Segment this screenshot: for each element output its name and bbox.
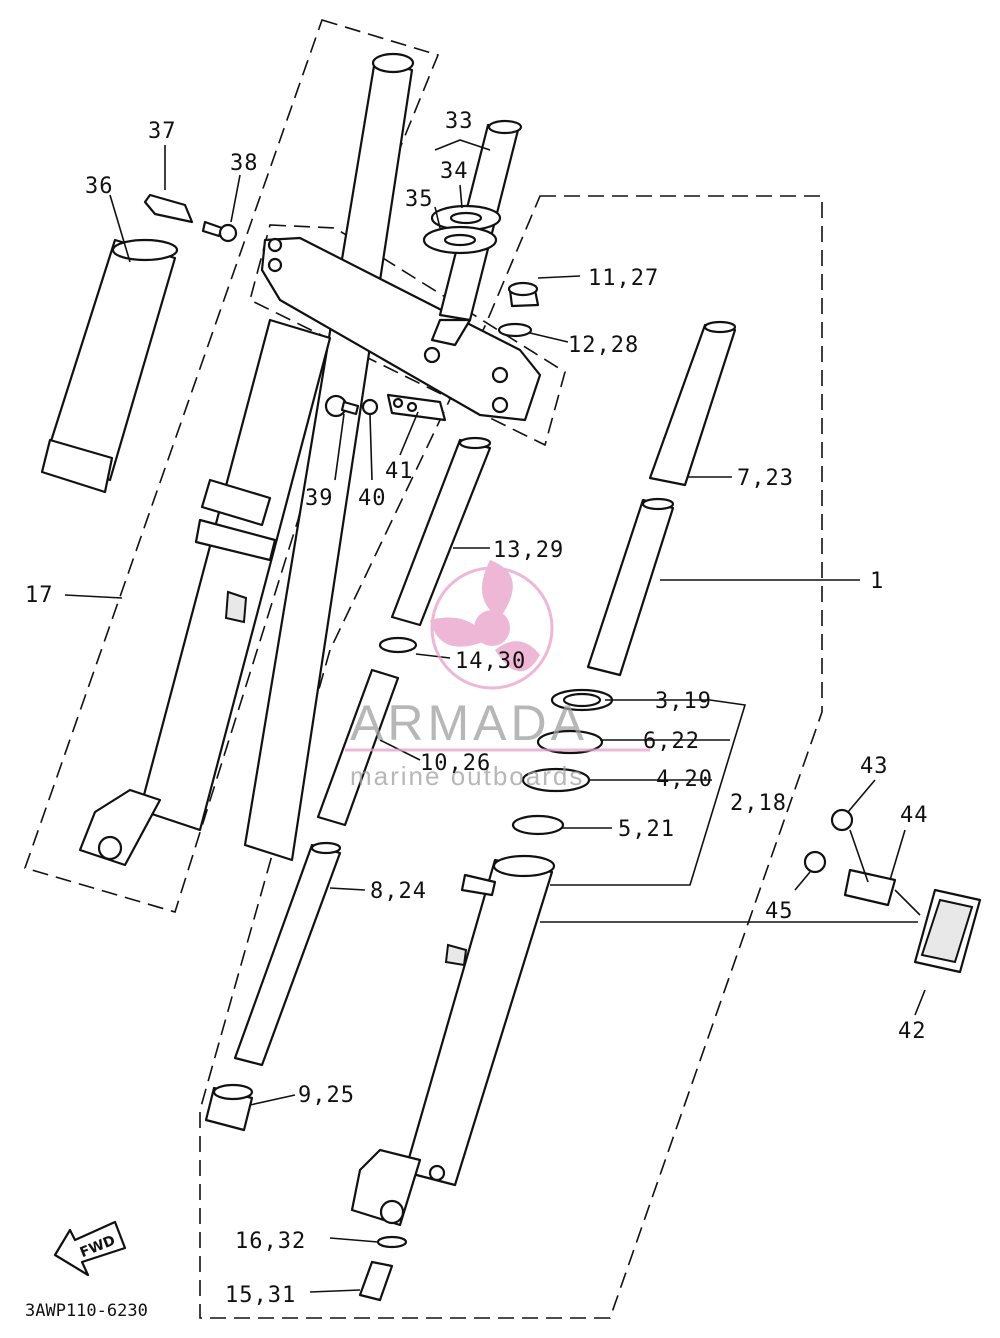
callout-44: 44 — [900, 803, 929, 828]
callout-34: 34 — [440, 159, 469, 184]
callout-9-25: 9,25 — [298, 1083, 355, 1108]
steering-crown-boundary — [249, 224, 566, 447]
callout-43: 43 — [860, 754, 889, 779]
callout-11-27: 11,27 — [588, 266, 659, 291]
callout-labels: 1 2,18 3,19 4,20 5,21 6,22 7,23 8,24 9,2… — [25, 109, 929, 1308]
propeller-logo — [430, 560, 554, 690]
plate-44 — [843, 868, 897, 907]
bolt-15 — [358, 1260, 394, 1302]
right-fork-assembly-boundary — [199, 195, 823, 1319]
callout-33: 33 — [445, 109, 474, 134]
callout-45: 45 — [765, 899, 794, 924]
callout-37: 37 — [148, 119, 177, 144]
callout-17: 17 — [25, 583, 54, 608]
clamp-37 — [143, 193, 194, 224]
callout-38: 38 — [230, 151, 259, 176]
seal-14 — [378, 636, 418, 654]
callout-8-24: 8,24 — [370, 879, 427, 904]
bearing-35 — [422, 225, 498, 255]
spring — [316, 668, 400, 827]
rod-8 — [233, 841, 342, 1067]
watermark-brand: ARMADA — [350, 695, 588, 751]
bolt-45 — [803, 850, 827, 874]
callout-4-20: 4,20 — [656, 767, 713, 792]
ring-5 — [511, 814, 565, 836]
damper-rod — [390, 436, 492, 627]
watermark-tagline: marine outboards — [350, 761, 584, 791]
inner-tube-upper — [648, 320, 737, 487]
bracket-41 — [386, 393, 447, 422]
callout-35: 35 — [405, 187, 434, 212]
o-ring — [497, 322, 533, 338]
callout-6-22: 6,22 — [643, 729, 700, 754]
washer-16 — [376, 1235, 408, 1249]
callout-5-21: 5,21 — [618, 817, 675, 842]
screw-38 — [201, 220, 238, 243]
cap-bolt — [507, 281, 540, 308]
nut-43 — [830, 808, 854, 832]
callout-3-19: 3,19 — [655, 689, 712, 714]
right-outer-tube — [350, 854, 556, 1227]
callout-16-32: 16,32 — [235, 1229, 306, 1254]
callout-15-31: 15,31 — [225, 1283, 296, 1308]
callout-40: 40 — [358, 486, 387, 511]
washer-40 — [361, 398, 379, 416]
callout-7-23: 7,23 — [737, 466, 794, 491]
callout-39: 39 — [305, 486, 334, 511]
ring-6 — [536, 729, 604, 755]
leader-lines — [64, 139, 926, 1293]
callout-41: 41 — [385, 459, 414, 484]
bearing-34 — [430, 204, 502, 232]
callout-2-18: 2,18 — [730, 791, 787, 816]
callout-10-26: 10,26 — [420, 751, 491, 776]
callout-14-30: 14,30 — [455, 649, 526, 674]
watermark: ARMADA marine outboards — [345, 560, 650, 791]
inner-tube-lower — [586, 497, 675, 677]
callout-1: 1 — [870, 569, 884, 594]
callout-12-28: 12,28 — [568, 333, 639, 358]
callout-42: 42 — [898, 1019, 927, 1044]
oil-lock-piece — [204, 1083, 254, 1132]
diagram-reference-code: 3AWP110-6230 — [25, 1301, 148, 1321]
dust-boot — [40, 238, 179, 494]
callout-36: 36 — [85, 174, 114, 199]
bolt-39 — [324, 394, 360, 418]
left-fork-leg — [78, 52, 415, 867]
forward-arrow: FWD — [53, 1220, 127, 1277]
callout-13-29: 13,29 — [493, 538, 564, 563]
reflector — [913, 888, 982, 974]
